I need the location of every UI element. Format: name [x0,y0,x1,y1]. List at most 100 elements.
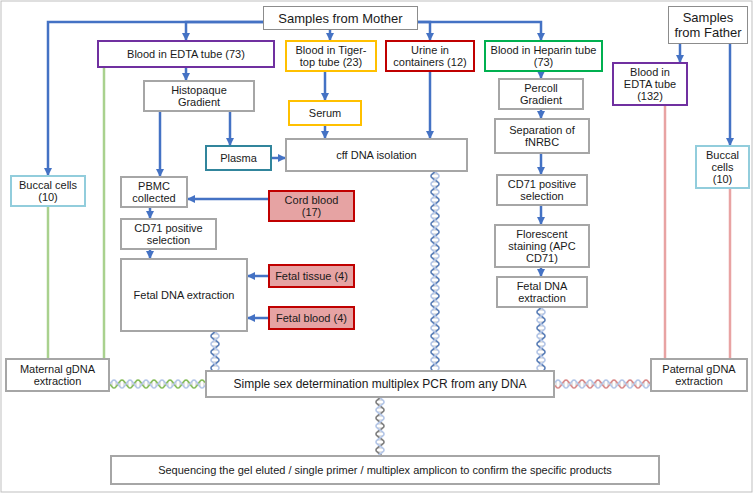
flow-arrow [429,72,432,138]
process-box: Fetal blood (4) [268,306,355,330]
box-label: Samples from Mother [278,11,402,26]
flow-arrow [188,198,268,201]
box-label: cff DNA isolation [336,149,417,161]
flow-arrow [418,22,541,40]
helix-strand [537,308,545,370]
helix-strand [211,332,219,370]
flow-arrow [47,207,50,358]
flow-arrow [149,250,152,258]
box-label: Blood in EDTA tube (132) [618,66,682,102]
flow-arrow [248,317,268,320]
box-label: CD71 positive selection [502,178,582,202]
box-label: Blood in Tiger-top tube (23) [291,44,371,68]
process-box: PBMC collected [120,176,188,208]
flow-arrow [324,126,327,138]
box-label: Serum [309,107,341,119]
process-box: cff DNA isolation [285,138,468,172]
box-label: Blood in EDTA tube (73) [127,48,245,60]
flow-arrow [540,110,543,118]
flow-arrow [103,68,106,358]
process-box: Urine in containers (12) [385,40,475,72]
process-box: Buccal cells (10) [695,145,750,189]
box-label: Cord blood (17) [274,194,349,218]
flow-arrow [729,44,732,145]
box-label: Urine in containers (12) [391,44,469,68]
process-box: Blood in EDTA tube (132) [612,62,688,106]
box-label: Percoll Gradient [504,82,578,106]
flow-arrow [664,106,667,358]
helix-strand [110,380,205,388]
flow-arrow [418,22,430,40]
helix-strand [555,380,650,388]
process-box: Sequencing the gel eluted / single prime… [110,455,660,485]
helix-strand [376,398,384,455]
box-label: Fetal blood (4) [276,312,347,324]
flow-arrow [149,208,152,218]
process-box: CD71 positive selection [496,174,588,206]
dna-helix-connector [110,380,205,388]
process-box: Histopaque Gradient [143,80,255,112]
flow-arrow [729,189,732,358]
box-label: Blood in Heparin tube (73) [490,44,597,68]
process-box: Blood in Tiger-top tube (23) [285,40,377,72]
flow-arrow [540,268,543,276]
process-box: Samples from Father [668,6,748,44]
flow-arrow [679,44,682,62]
flow-arrow [324,72,327,100]
dna-helix-connector [431,172,439,370]
process-box: Serum [288,100,362,126]
box-label: Paternal gDNA extraction [656,363,742,387]
helix-strand [376,398,384,455]
process-box: Blood in EDTA tube (73) [97,40,275,68]
process-box: Cord blood (17) [268,190,355,222]
helix-strand [431,172,439,370]
process-box: Percoll Gradient [498,78,584,110]
helix-strand [537,308,545,370]
box-label: Florescent staining (APC CD71) [500,228,584,264]
box-label: Samples from Father [673,10,743,40]
flow-arrow [329,30,332,40]
process-box: Fetal tissue (4) [268,264,355,288]
process-box: Plasma [205,145,272,171]
helix-strand [431,172,439,370]
dna-helix-connector [376,398,384,455]
helix-strand [110,380,205,388]
flow-arrow [248,275,268,278]
dna-helix-connector [211,332,219,370]
process-box: Buccal cells (10) [10,175,86,207]
box-label: Maternal gDNA extraction [11,363,104,387]
flow-arrow [540,154,543,174]
flow-arrow [159,112,162,176]
box-label: Fetal tissue (4) [275,270,348,282]
flow-arrow [272,157,285,160]
flow-arrow [229,112,232,145]
dna-helix-connector [555,380,650,388]
process-box: Simple sex determination multiplex PCR f… [205,370,555,398]
flow-arrow [186,22,263,40]
box-label: CD71 positive selection [126,222,211,246]
flow-arrow [540,206,543,224]
process-box: Maternal gDNA extraction [5,358,110,392]
box-label: Histopaque Gradient [149,84,249,108]
box-label: Plasma [220,152,257,164]
box-label: Fetal DNA extraction [134,289,235,301]
dna-helix-connector [537,308,545,370]
process-box: Florescent staining (APC CD71) [494,224,590,268]
box-label: Buccal cells (10) [16,179,80,203]
box-label: Sequencing the gel eluted / single prime… [158,464,612,476]
process-box: CD71 positive selection [120,218,217,250]
box-label: Buccal cells (10) [701,149,744,185]
helix-strand [555,380,650,388]
process-box: Paternal gDNA extraction [650,358,748,392]
box-label: Separation of fNRBC [500,124,584,148]
helix-strand [211,332,219,370]
flow-arrow [185,68,188,80]
box-label: Simple sex determination multiplex PCR f… [234,377,527,391]
box-label: Fetal DNA extraction [502,280,582,304]
process-box: Fetal DNA extraction [120,258,248,332]
box-label: PBMC collected [126,180,182,204]
process-box: Separation of fNRBC [494,118,590,154]
process-box: Fetal DNA extraction [496,276,588,308]
